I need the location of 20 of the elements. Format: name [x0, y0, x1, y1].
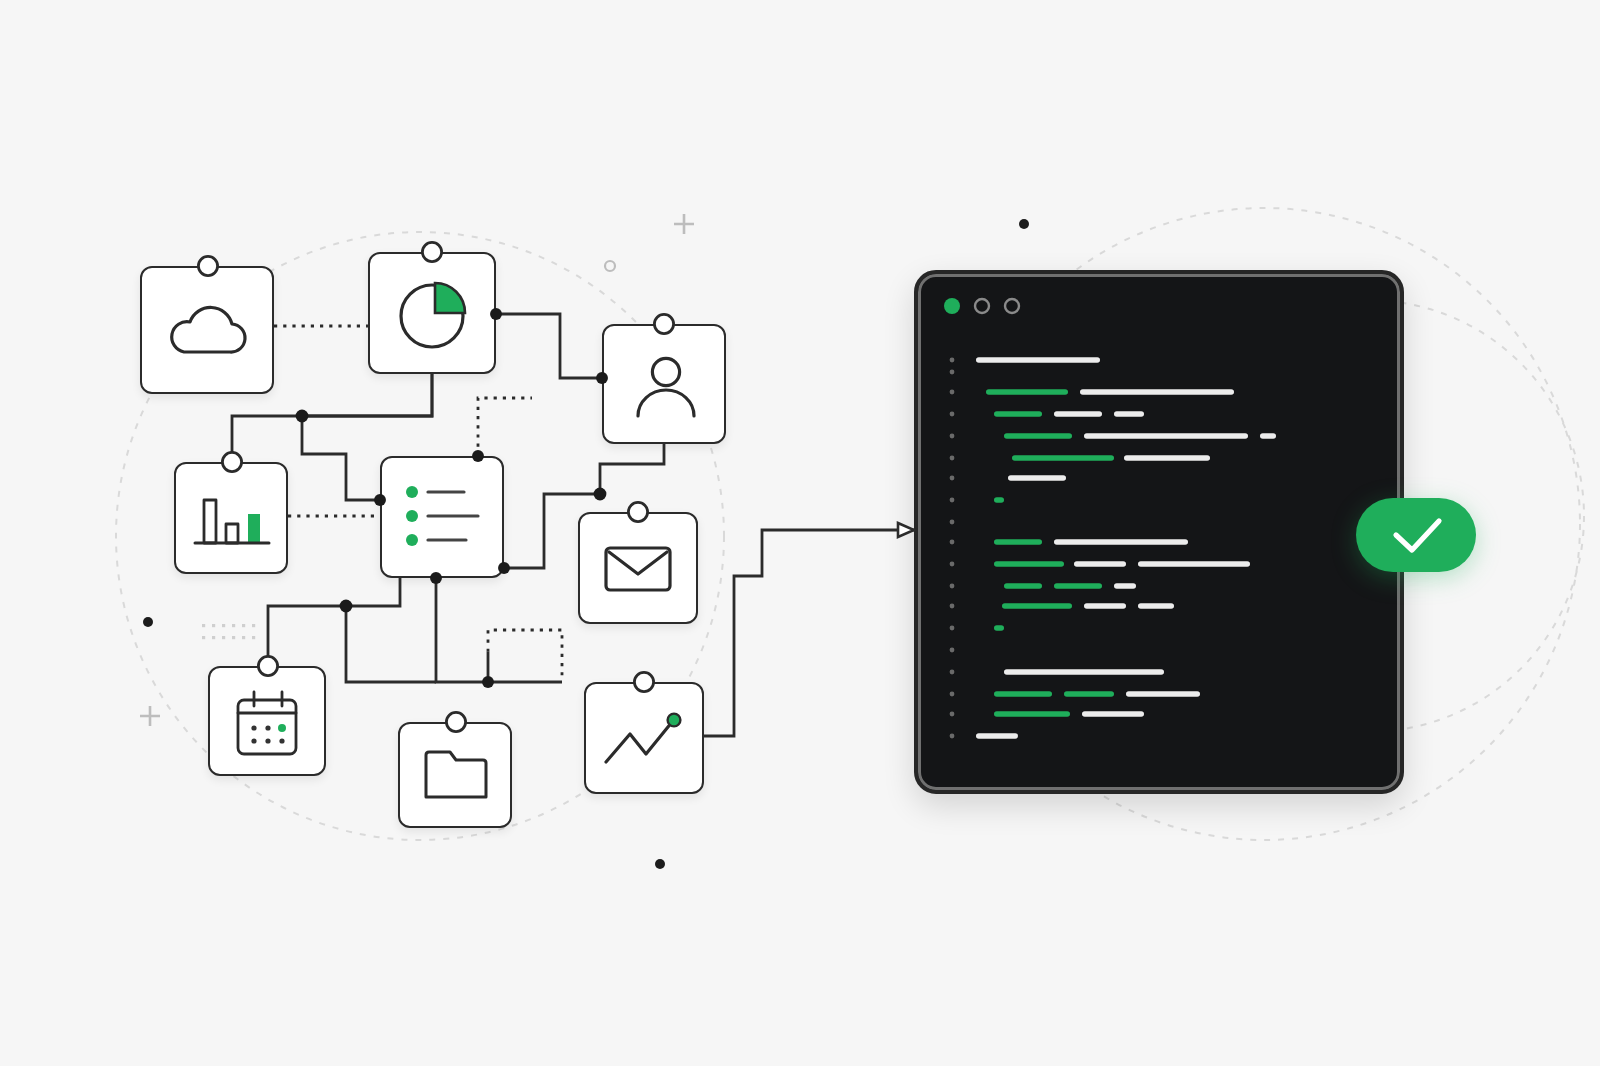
tile-card	[578, 512, 698, 624]
tile-card	[368, 252, 496, 374]
connector-line	[257, 578, 402, 677]
tile-card	[584, 682, 704, 794]
connector-line	[498, 444, 666, 574]
arrow	[704, 521, 916, 738]
tile-card	[208, 666, 326, 776]
tile-card	[380, 456, 504, 578]
code-editor-window	[914, 270, 1404, 794]
connector-line	[300, 374, 434, 506]
dotted-connector	[274, 324, 368, 328]
tile-card	[602, 324, 726, 444]
dotted-connector	[472, 396, 532, 462]
connector-line	[490, 308, 608, 384]
dotted-connector	[288, 514, 380, 518]
tile-card	[398, 722, 512, 828]
dotted-frame	[488, 630, 562, 682]
connector-line	[430, 572, 494, 688]
tile-card	[174, 462, 288, 574]
tile-card	[140, 266, 274, 394]
